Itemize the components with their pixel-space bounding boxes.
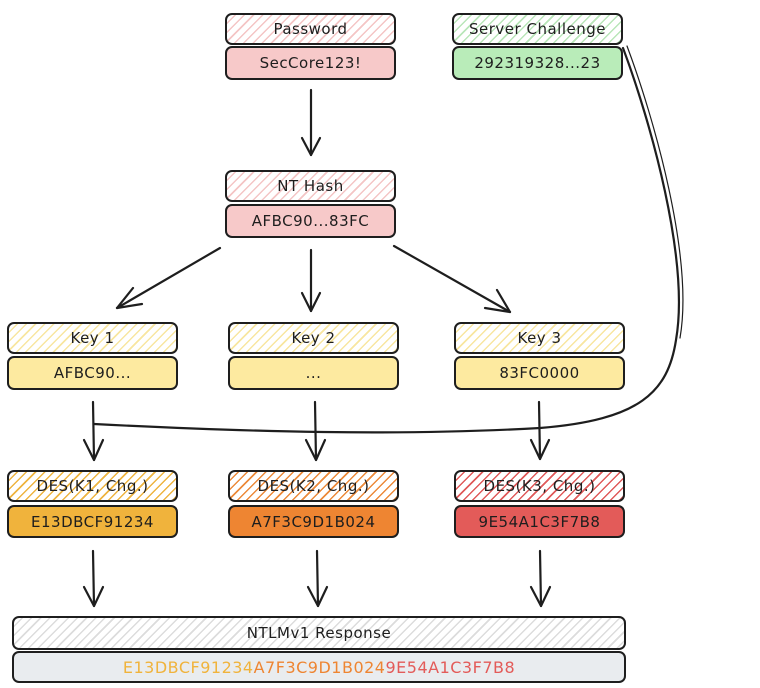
des3-label: DES(K3, Chg.) xyxy=(454,470,625,502)
response-segment-1: E13DBCF91234 xyxy=(122,657,254,677)
key1-label: Key 1 xyxy=(7,322,178,354)
arrow-nthash-to-key3 xyxy=(392,244,512,314)
arrow-des1-to-response xyxy=(82,549,105,608)
nt-hash-value: AFBC90...83FC xyxy=(225,204,396,238)
response-label: NTLMv1 Response xyxy=(12,616,626,650)
arrow-nthash-to-key1 xyxy=(115,246,222,310)
server-challenge-label: Server Challenge xyxy=(452,13,623,45)
key3-value: 83FC0000 xyxy=(454,356,625,390)
des3-value: 9E54A1C3F7B8 xyxy=(454,505,625,538)
key1-value: AFBC90... xyxy=(7,356,178,390)
arrow-key3-to-des3 xyxy=(529,400,551,461)
key2-value: ... xyxy=(228,356,399,390)
arrow-des3-to-response xyxy=(529,549,552,608)
arrow-password-to-nthash xyxy=(300,88,322,157)
response-segment-2: A7F3C9D1B024 xyxy=(253,657,386,677)
response-segment-3: 9E54A1C3F7B8 xyxy=(385,657,516,677)
server-challenge-connector xyxy=(92,45,684,434)
key2-label: Key 2 xyxy=(228,322,399,354)
password-label: Password xyxy=(225,13,396,45)
des1-label: DES(K1, Chg.) xyxy=(7,470,178,502)
key3-label: Key 3 xyxy=(454,322,625,354)
arrow-key1-to-des1 xyxy=(82,400,105,462)
arrow-nthash-to-key2 xyxy=(300,248,322,313)
des2-label: DES(K2, Chg.) xyxy=(228,470,399,502)
server-challenge-value: 292319328...23 xyxy=(452,46,623,80)
des2-value: A7F3C9D1B024 xyxy=(228,505,399,538)
nt-hash-label: NT Hash xyxy=(225,170,396,202)
arrow-des2-to-response xyxy=(306,549,329,608)
password-value: SecCore123! xyxy=(225,46,396,80)
arrow-key2-to-des2 xyxy=(304,400,327,462)
des1-value: E13DBCF91234 xyxy=(7,505,178,538)
